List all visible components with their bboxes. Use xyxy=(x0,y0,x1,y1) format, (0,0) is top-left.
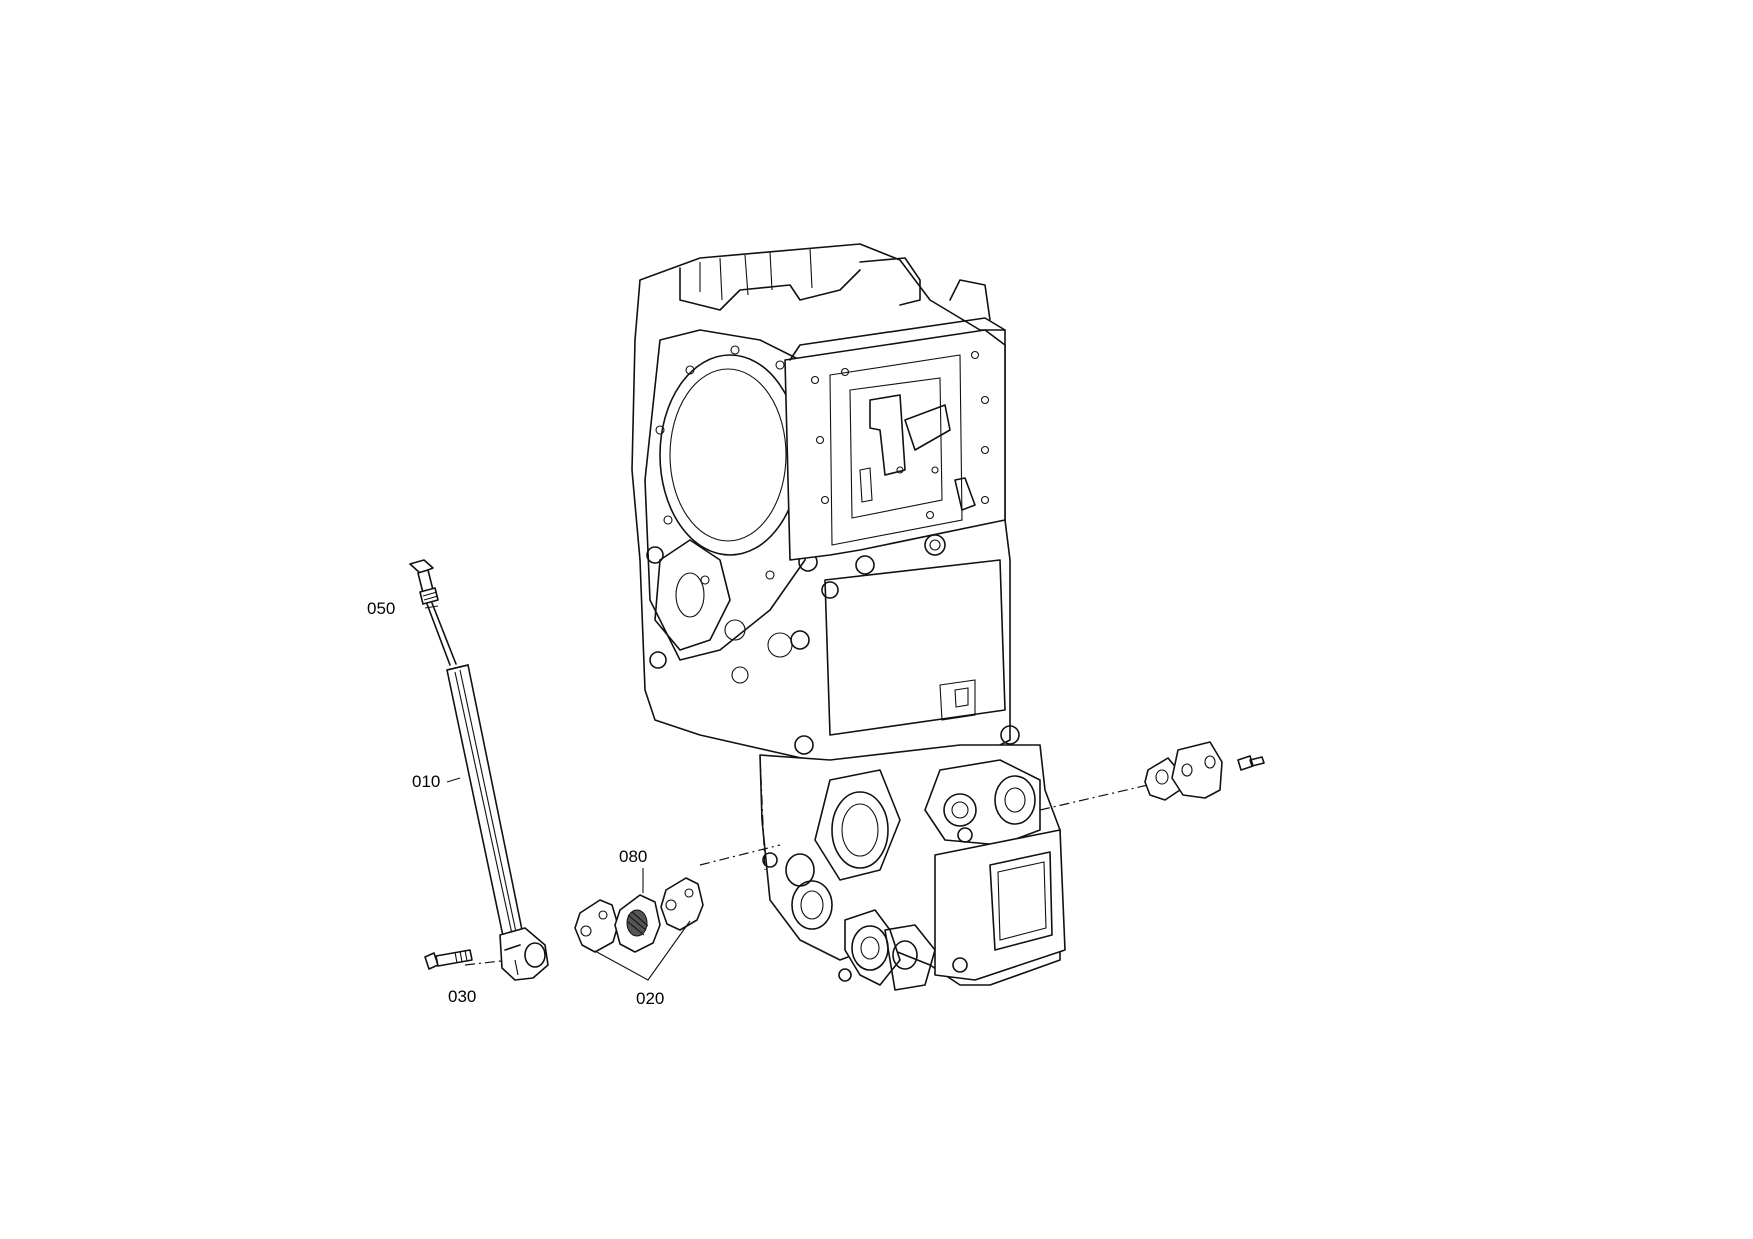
transmission-housing xyxy=(631,243,1066,991)
strainer-080 xyxy=(614,894,661,953)
callout-050: 050 xyxy=(367,599,395,618)
callout-010: 010 xyxy=(412,772,440,791)
dipstick-tube-010 xyxy=(446,664,549,981)
callout-080: 080 xyxy=(619,847,647,866)
dipstick-050 xyxy=(409,559,457,666)
assembly-centerlines xyxy=(464,784,1149,966)
bolt-030 xyxy=(424,949,473,970)
flange-bolt-holes xyxy=(655,345,807,585)
control-plate-holes xyxy=(810,350,990,520)
callout-030: 030 xyxy=(448,987,476,1006)
gasket-pair-020 xyxy=(574,877,704,953)
right-cover-assembly xyxy=(1144,741,1265,801)
callout-020: 020 xyxy=(636,989,664,1008)
callout-leaders xyxy=(424,605,691,981)
